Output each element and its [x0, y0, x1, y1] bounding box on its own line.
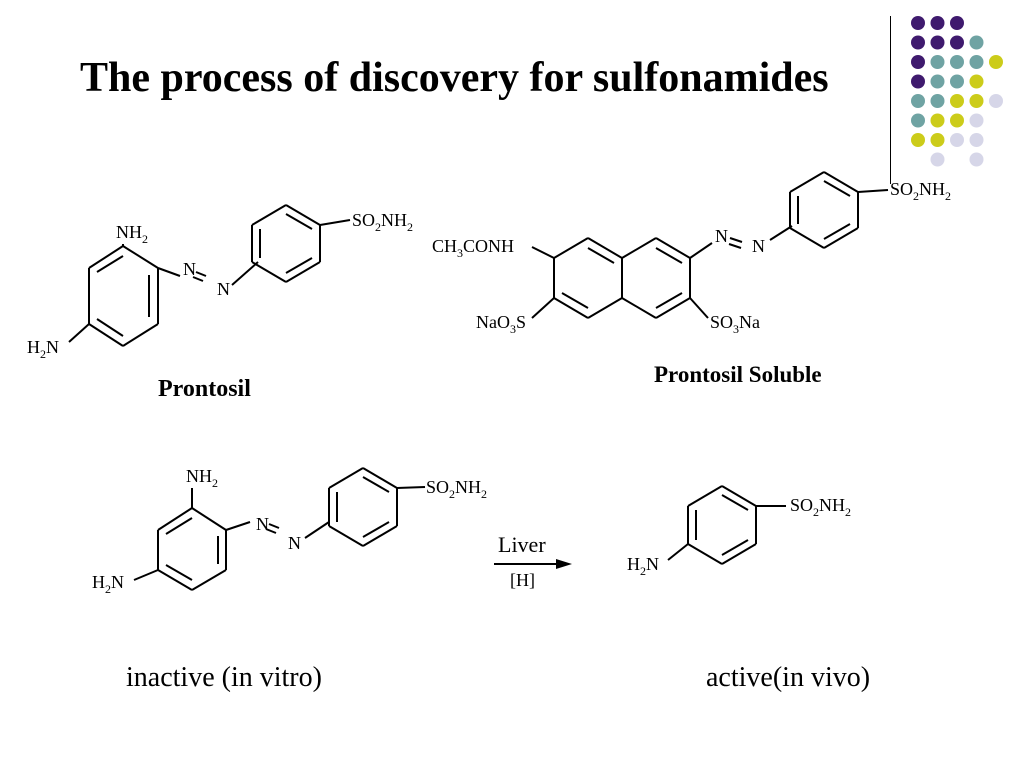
so2nh2-label: SO2NH2	[790, 495, 851, 519]
nao3s-label: NaO3S	[476, 312, 526, 336]
decorative-dot	[911, 35, 925, 50]
arrow-reagent-above: Liver	[498, 532, 546, 557]
decorative-dot	[930, 94, 945, 108]
decorative-dot	[969, 94, 984, 108]
decorative-dot	[930, 113, 945, 128]
title-divider	[890, 16, 891, 184]
decorative-dot	[930, 133, 945, 147]
reaction-arrow: Liver [H]	[494, 532, 572, 590]
page-title: The process of discovery for sulfonamide…	[80, 55, 829, 101]
azo-n2-label: N	[288, 533, 301, 553]
decorative-dot	[930, 35, 945, 50]
decorative-dot	[930, 16, 945, 30]
decorative-dot	[950, 16, 964, 30]
prontosil-label: Prontosil	[158, 376, 251, 402]
decorative-dot	[950, 74, 964, 89]
active-caption: active(in vivo)	[706, 662, 871, 693]
inactive-caption: inactive (in vitro)	[126, 662, 322, 693]
decorative-dot	[969, 133, 984, 147]
ch3conh-label: CH3CONH	[432, 236, 514, 260]
nh2-label: NH2	[186, 466, 218, 490]
decorative-dot-grid	[911, 16, 1003, 167]
prontosil-structure: NH2 N N H2N SO2NH2	[27, 204, 413, 361]
so2nh2-label: SO2NH2	[890, 179, 951, 203]
decorative-dot	[950, 133, 964, 147]
nh2-label: NH2	[116, 222, 148, 246]
decorative-dot	[950, 113, 964, 128]
h2n-label: H2N	[92, 572, 124, 596]
decorative-dot	[969, 55, 984, 69]
decorative-dot	[911, 133, 925, 147]
decorative-dot	[969, 35, 984, 50]
azo-n1-label: N	[256, 514, 269, 534]
arrow-reagent-below: [H]	[510, 570, 535, 590]
decorative-dot	[989, 55, 1003, 69]
azo-n2-label: N	[217, 279, 230, 299]
decorative-dot	[950, 35, 964, 50]
decorative-dot	[930, 55, 945, 69]
decorative-dot	[969, 113, 984, 128]
decorative-dot	[969, 74, 984, 89]
so3na-label: SO3Na	[710, 312, 760, 336]
decorative-dot	[911, 55, 925, 69]
decorative-dot	[930, 74, 945, 89]
decorative-dot	[911, 94, 925, 108]
decorative-dot	[950, 55, 964, 69]
azo-n1-label: N	[715, 226, 728, 246]
decorative-dot	[911, 74, 925, 89]
prontosil-inactive-structure: NH2 N N H2N SO2NH2	[92, 466, 487, 596]
azo-n2-label: N	[752, 236, 765, 256]
prontosil-soluble-label: Prontosil Soluble	[654, 362, 822, 387]
sulfanilamide-structure: SO2NH2 H2N	[627, 485, 851, 578]
decorative-dot	[930, 152, 945, 167]
prontosil-soluble-structure: CH3CONH NaO3S SO3Na N N SO2NH2	[432, 171, 951, 336]
h2n-label: H2N	[627, 554, 659, 578]
azo-n1-label: N	[183, 259, 196, 279]
decorative-dot	[989, 94, 1003, 108]
decorative-dot	[911, 113, 925, 128]
h2n-label: H2N	[27, 337, 59, 361]
decorative-dot	[969, 152, 984, 167]
so2nh2-label: SO2NH2	[426, 477, 487, 501]
decorative-dot	[911, 16, 925, 30]
so2nh2-label: SO2NH2	[352, 210, 413, 234]
decorative-dot	[950, 94, 964, 108]
